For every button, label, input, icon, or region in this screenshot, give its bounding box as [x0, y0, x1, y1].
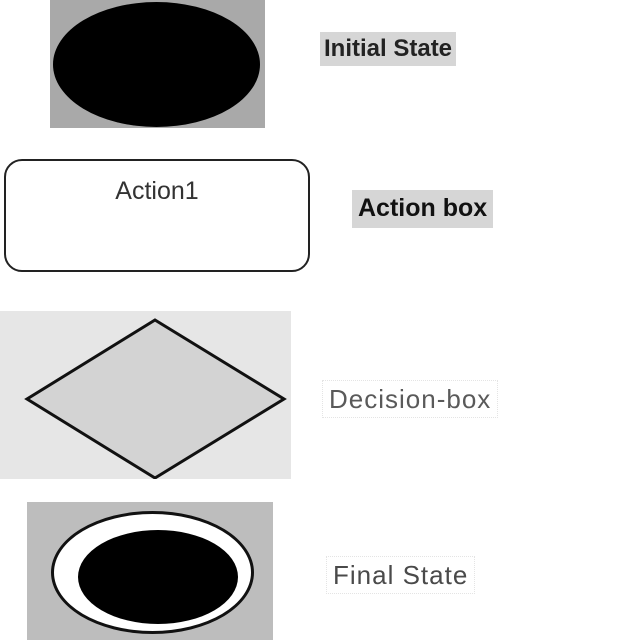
final-state-swatch: [27, 502, 273, 640]
action-box-node: Action1: [4, 159, 310, 272]
decision-box-label: Decision-box: [322, 380, 499, 418]
final-state-outer-ring: [51, 511, 254, 634]
decision-box-swatch: [0, 311, 291, 479]
initial-state-node: [53, 2, 260, 127]
final-state-label: Final State: [326, 556, 476, 594]
final-state-inner-dot: [78, 530, 238, 624]
decision-box-svg: [24, 318, 287, 479]
initial-state-swatch: [50, 0, 265, 128]
action-box-text: Action1: [115, 177, 199, 205]
action-box-label: Action box: [352, 190, 494, 228]
decision-diamond: [24, 318, 287, 479]
initial-state-label: Initial State: [320, 32, 457, 66]
